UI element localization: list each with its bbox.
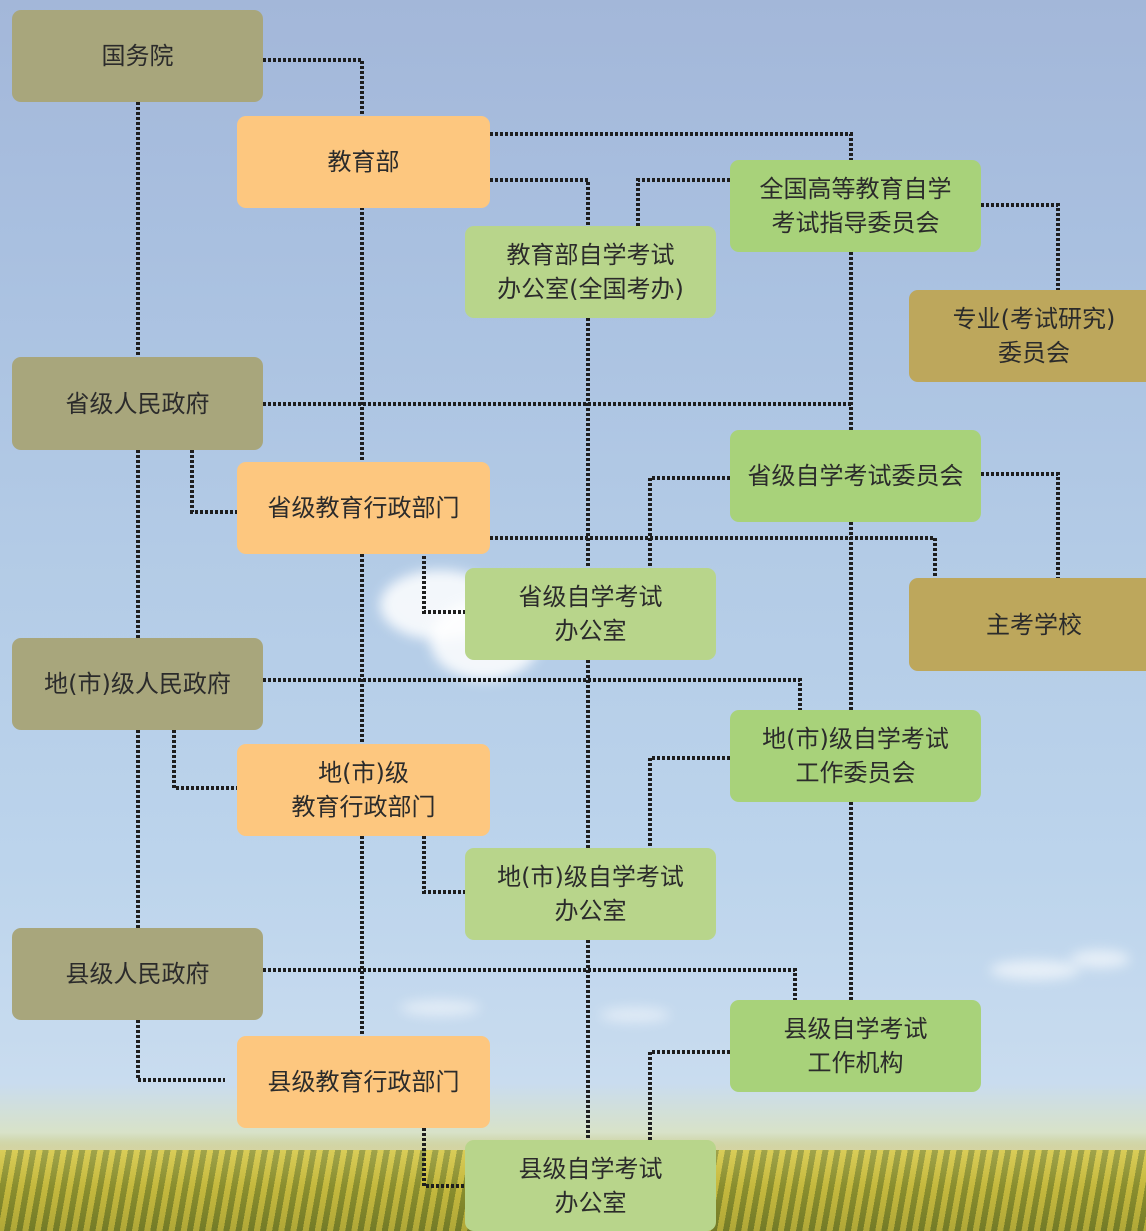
cloud xyxy=(400,1000,480,1016)
node-prefecture-exam-office: 地(市)级自学考试 办公室 xyxy=(465,848,716,940)
connector-line xyxy=(263,968,797,1000)
node-ministry-of-education: 教育部 xyxy=(237,116,490,208)
connector-line xyxy=(422,836,465,894)
node-national-self-study-exam-committee: 全国高等教育自学 考试指导委员会 xyxy=(730,160,981,252)
node-state-council: 国务院 xyxy=(12,10,263,102)
node-professional-committee: 专业(考试研究) 委员会 xyxy=(909,290,1146,382)
connector-line xyxy=(172,730,237,790)
node-prefecture-education-dept: 地(市)级 教育行政部门 xyxy=(237,744,490,836)
node-prefecture-government: 地(市)级人民政府 xyxy=(12,638,263,730)
connector-line xyxy=(490,132,853,160)
connector-line xyxy=(490,178,590,226)
node-provincial-exam-committee: 省级自学考试委员会 xyxy=(730,430,981,522)
connector-line xyxy=(422,556,465,614)
connector-line xyxy=(136,1020,225,1082)
connector-line xyxy=(648,756,730,848)
cloud xyxy=(600,1008,670,1022)
node-county-education-dept: 县级教育行政部门 xyxy=(237,1036,490,1128)
node-provincial-government: 省级人民政府 xyxy=(12,357,263,450)
connector-line xyxy=(648,1050,730,1140)
node-county-government: 县级人民政府 xyxy=(12,928,263,1020)
node-county-exam-agency: 县级自学考试 工作机构 xyxy=(730,1000,981,1092)
connector-line xyxy=(190,450,237,514)
connector-line xyxy=(422,1128,465,1188)
node-prefecture-exam-committee: 地(市)级自学考试 工作委员会 xyxy=(730,710,981,802)
node-moe-exam-office: 教育部自学考试 办公室(全国考办) xyxy=(465,226,716,318)
connector-line xyxy=(263,58,364,116)
connector-line xyxy=(636,178,730,226)
node-provincial-education-dept: 省级教育行政部门 xyxy=(237,462,490,554)
cloud xyxy=(990,960,1080,980)
node-provincial-exam-office: 省级自学考试 办公室 xyxy=(465,568,716,660)
cloud xyxy=(1070,950,1130,968)
connector-line xyxy=(981,203,1060,290)
node-host-school: 主考学校 xyxy=(909,578,1146,671)
connector-line xyxy=(490,536,937,578)
connector-line xyxy=(263,678,802,710)
connector-line xyxy=(648,476,730,568)
connector-line xyxy=(981,472,1060,578)
node-county-exam-office: 县级自学考试 办公室 xyxy=(465,1140,716,1231)
